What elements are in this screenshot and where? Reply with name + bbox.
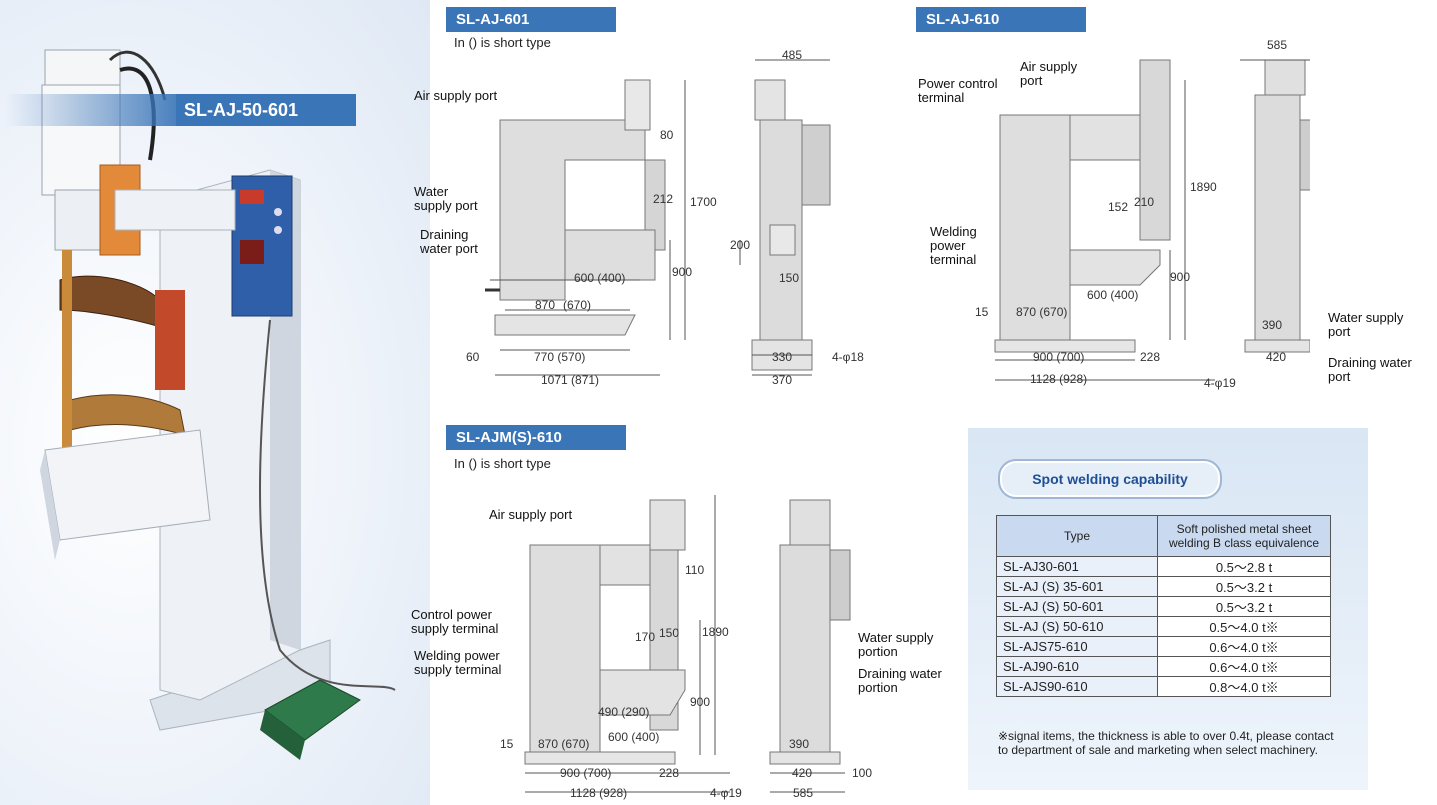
ajm610-dim-390: 390 xyxy=(789,737,810,751)
aj610-water-supply-label: Water supply port xyxy=(1328,310,1404,339)
ajm610-dim-900b: 900 (700) xyxy=(560,766,612,780)
ajm610-dim-600: 600 (400) xyxy=(608,730,660,744)
aj610-welding-power-label: Welding power terminal xyxy=(930,224,977,267)
aj601-dim-80: 80 xyxy=(660,128,674,142)
capability-type: SL-AJ90-610 xyxy=(996,656,1158,677)
ajm610-dim-110: 110 xyxy=(685,563,705,577)
aj601-air-supply-label: Air supply port xyxy=(414,88,498,103)
aj601-dim-770: 770 (570) xyxy=(534,350,586,364)
aj601-dim-330: 330 xyxy=(772,350,793,364)
ajm610-title: SL-AJM(S)-610 xyxy=(446,425,626,450)
aj610-dim-600: 600 (400) xyxy=(1087,288,1139,302)
ajm610-dim-100: 100 xyxy=(852,766,873,780)
ajm610-control-power-label: Control power supply terminal xyxy=(411,607,499,636)
capability-col-value: Soft polished metal sheet welding B clas… xyxy=(1157,515,1331,557)
aj601-dim-370: 370 xyxy=(772,373,793,387)
aj601-dim-870: 870 xyxy=(535,298,556,312)
capability-value: 0.6～4.0 t※ xyxy=(1157,656,1331,677)
capability-type: SL-AJS75-610 xyxy=(996,636,1158,657)
ajm610-dim-228: 228 xyxy=(659,766,680,780)
ajm610-draining-label: Draining water portion xyxy=(858,666,942,695)
capability-note: ※signal items, the thickness is able to … xyxy=(998,729,1334,757)
aj610-dim-870: 870 (670) xyxy=(1016,305,1068,319)
aj601-title: SL-AJ-601 xyxy=(446,7,616,32)
capability-value: 0.5～3.2 t xyxy=(1157,576,1331,597)
aj601-dim-1071: 1071 (871) xyxy=(541,373,600,387)
ajm610-dim-420: 420 xyxy=(792,766,813,780)
capability-type: SL-AJ30-601 xyxy=(996,556,1158,577)
aj601-subtitle: In () is short type xyxy=(454,35,551,50)
ajm610-dim-1890: 1890 xyxy=(702,625,729,639)
aj601-water-supply-label: Water supply port xyxy=(414,184,478,213)
ajm610-drawing xyxy=(524,495,851,793)
capability-value: 0.6～4.0 t※ xyxy=(1157,636,1331,657)
aj610-dim-1128: 1128 (928) xyxy=(1030,372,1088,386)
capability-col-type: Type xyxy=(996,515,1158,557)
aj610-dim-152: 152 xyxy=(1108,200,1129,214)
aj610-dim-228: 228 xyxy=(1140,350,1161,364)
aj610-air-supply-label: Air supply port xyxy=(1020,59,1078,88)
aj601-dim-870-short: (670) xyxy=(563,298,592,312)
aj601-dim-212: 212 xyxy=(653,192,674,206)
aj601-dim-200: 200 xyxy=(730,238,751,252)
aj601-dim-900: 900 xyxy=(672,265,693,279)
photo-label-band xyxy=(5,94,176,126)
aj601-dim-150: 150 xyxy=(779,271,800,285)
capability-value: 0.5～2.8 t xyxy=(1157,556,1331,577)
capability-header-row: Type Soft polished metal sheet welding B… xyxy=(996,515,1331,557)
capability-title: Spot welding capability xyxy=(998,459,1222,499)
aj601-dim-1700: 1700 xyxy=(690,195,717,209)
aj601-dim-phi18: 4-φ18 xyxy=(832,350,864,364)
aj610-title: SL-AJ-610 xyxy=(916,7,1086,32)
ajm610-dim-900: 900 xyxy=(690,695,711,709)
aj610-dim-585: 585 xyxy=(1267,38,1288,52)
ajm610-air-supply-label: Air supply port xyxy=(489,507,573,522)
capability-type: SL-AJ (S) 50-610 xyxy=(996,616,1158,637)
capability-value: 0.5～3.2 t xyxy=(1157,596,1331,617)
ajm610-dim-phi19: 4-φ19 xyxy=(710,786,742,800)
capability-type: SL-AJS90-610 xyxy=(996,676,1158,697)
capability-value: 0.8～4.0 t※ xyxy=(1157,676,1331,697)
aj610-draining-label: Draining water port xyxy=(1328,355,1412,384)
aj610-drawing xyxy=(994,59,1310,381)
ajm610-dim-585: 585 xyxy=(793,786,814,800)
welding-machine-photo xyxy=(40,49,396,760)
aj601-dim-600: 600 (400) xyxy=(574,271,626,285)
aj610-dim-900b: 900 (700) xyxy=(1033,350,1085,364)
capability-table: Type Soft polished metal sheet welding B… xyxy=(996,515,1331,697)
ajm610-dim-170: 170 xyxy=(635,630,656,644)
ajm610-dim-1128: 1128 (928) xyxy=(570,786,628,800)
ajm610-dim-150: 150 xyxy=(659,626,680,640)
aj610-dim-210: 210 xyxy=(1134,195,1155,209)
capability-type: SL-AJ (S) 35-601 xyxy=(996,576,1158,597)
aj610-dim-15: 15 xyxy=(975,305,989,319)
aj610-dim-420: 420 xyxy=(1266,350,1287,364)
aj610-dim-390: 390 xyxy=(1262,318,1283,332)
ajm610-water-supply-label: Water supply portion xyxy=(858,630,934,659)
aj610-dim-900: 900 xyxy=(1170,270,1191,284)
ajm610-subtitle: In () is short type xyxy=(454,456,551,471)
aj610-dim-1890: 1890 xyxy=(1190,180,1217,194)
aj601-drawing xyxy=(485,59,831,376)
ajm610-dim-15: 15 xyxy=(500,737,514,751)
aj610-dim-phi19: 4-φ19 xyxy=(1204,376,1236,390)
aj601-draining-label: Draining water port xyxy=(420,227,478,256)
ajm610-welding-power-label: Welding power supply terminal xyxy=(414,648,502,677)
aj601-dim-60: 60 xyxy=(466,350,480,364)
ajm610-dim-490: 490 (290) xyxy=(598,705,650,719)
aj610-power-control-label: Power control terminal xyxy=(918,76,998,105)
ajm610-dim-870: 870 (670) xyxy=(538,737,590,751)
aj601-dim-485: 485 xyxy=(782,48,803,62)
capability-value: 0.5～4.0 t※ xyxy=(1157,616,1331,637)
photo-model-label: SL-AJ-50-601 xyxy=(176,94,356,126)
capability-type: SL-AJ (S) 50-601 xyxy=(996,596,1158,617)
